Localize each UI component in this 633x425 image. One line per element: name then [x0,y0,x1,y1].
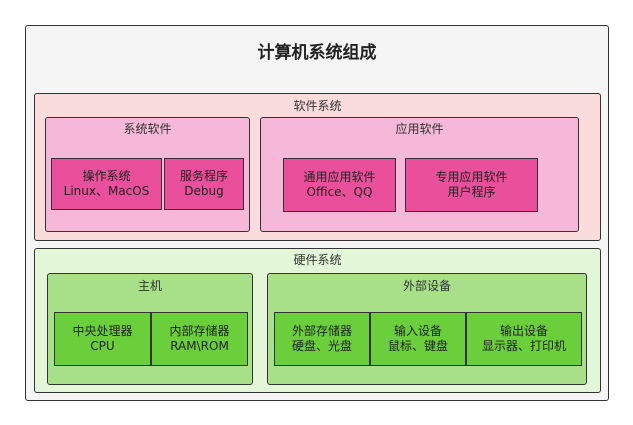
system-software-item: 服务程序 Debug [164,158,244,210]
item-title: 内部存储器 [169,324,230,338]
host-item: 内部存储器 RAM\ROM [151,312,248,366]
peripheral-item: 输出设备 显示器、打印机 [466,312,582,366]
host-label: 主机 [137,279,162,293]
diagram-title: 计算机系统组成 [257,43,377,63]
system-software-label: 系统软件 [123,122,172,136]
item-title: 专用应用软件 [435,170,508,184]
software-system-label: 软件系统 [293,99,342,113]
item-detail: 显示器、打印机 [481,339,566,353]
application-software-item: 通用应用软件 Office、QQ [283,158,396,212]
peripheral-item: 外部存储器 硬盘、光盘 [274,312,370,366]
hardware-system-label: 硬件系统 [293,253,342,267]
peripherals-label: 外部设备 [402,279,451,293]
item-detail: CPU [90,339,115,353]
host-item: 中央处理器 CPU [54,312,151,366]
item-detail: RAM\ROM [170,339,229,353]
item-title: 服务程序 [179,169,228,183]
item-detail: 硬盘、光盘 [291,339,352,353]
item-detail: Debug [184,184,224,198]
item-detail: 用户程序 [447,185,496,199]
application-software-item: 专用应用软件 用户程序 [405,158,538,212]
item-title: 输出设备 [499,324,548,338]
item-detail: Linux、MacOS [63,184,150,198]
item-title: 中央处理器 [72,324,133,338]
item-detail: Office、QQ [306,185,373,199]
application-software-label: 应用软件 [395,122,444,136]
item-title: 外部存储器 [291,324,352,338]
item-title: 通用应用软件 [303,170,376,184]
system-software-item: 操作系统 Linux、MacOS [51,158,162,210]
peripheral-item: 输入设备 鼠标、键盘 [370,312,466,366]
item-title: 输入设备 [393,324,442,338]
item-detail: 鼠标、键盘 [387,339,448,353]
item-title: 操作系统 [82,169,131,183]
